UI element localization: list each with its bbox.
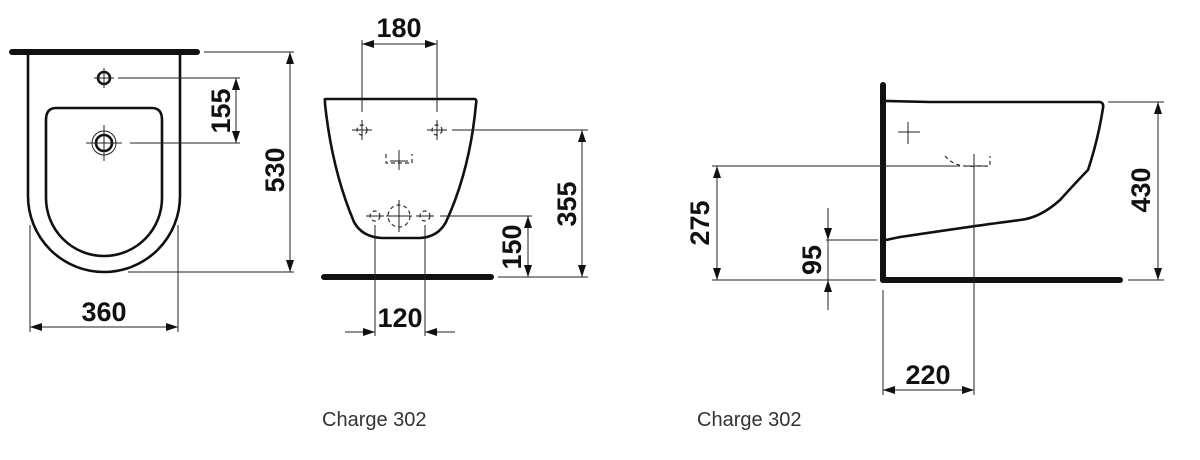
drain-dashed-icon [944, 155, 991, 167]
fixing-hole-icon [352, 120, 447, 140]
dim-label-275: 275 [685, 200, 715, 245]
dim-label-530: 530 [260, 147, 290, 192]
dim-label-430: 430 [1126, 167, 1156, 212]
dim-label-180: 180 [376, 13, 421, 43]
bidet-rear-outline [323, 97, 478, 240]
dim-label-95: 95 [797, 245, 827, 275]
side-view: 275 95 430 220 Charge 302 [685, 82, 1164, 431]
dim-label-220: 220 [905, 360, 950, 390]
front-view: 155 530 360 [9, 49, 294, 332]
tap-marker-icon [898, 122, 920, 144]
lower-fixing-holes-icon [366, 200, 434, 232]
caption-side: Charge 302 [697, 409, 802, 431]
rear-view: 180 355 150 120 Charge 302 [321, 13, 588, 431]
dim-label-150: 150 [497, 224, 527, 269]
drain-marker-icon [385, 150, 413, 170]
dim-label-355: 355 [552, 181, 582, 226]
drain-icon [86, 125, 122, 161]
caption-rear: Charge 302 [322, 409, 427, 431]
bowl-outline [44, 106, 164, 258]
bidet-outline [26, 55, 182, 274]
dim-label-360: 360 [81, 297, 126, 327]
dim-label-155: 155 [206, 88, 236, 133]
bidet-side-outline [885, 99, 1105, 242]
tap-hole-icon [94, 68, 114, 88]
dim-label-120: 120 [377, 303, 422, 333]
